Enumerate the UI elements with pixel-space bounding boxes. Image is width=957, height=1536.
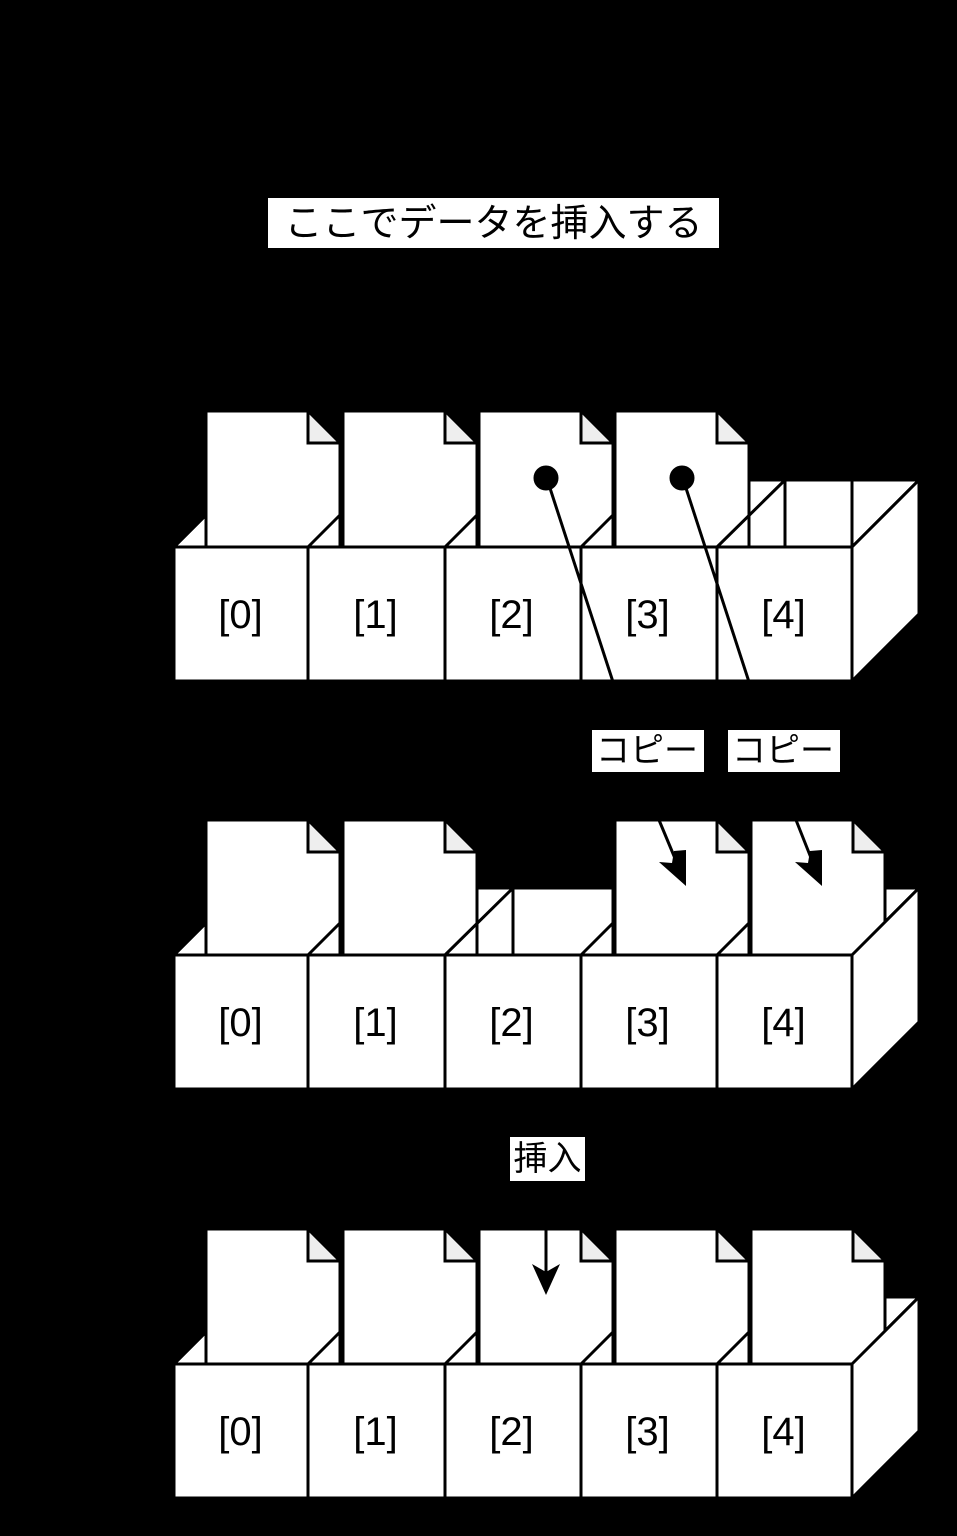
copy-source-dot-icon [533, 465, 559, 491]
box-front-faces [172, 953, 854, 1091]
slot-2-empty-back-wall [511, 886, 615, 957]
copy-label: コピー [592, 730, 704, 772]
slot-index-label: [0] [218, 1001, 263, 1045]
document-icon [341, 407, 481, 549]
slot-index-label: [3] [625, 1001, 670, 1045]
documents [204, 407, 753, 549]
copy-label: コピー [728, 730, 840, 772]
array-row-after-insert [170, 1225, 923, 1502]
insert-label: 挿入 [510, 1137, 585, 1181]
slot-dividers-top [172, 478, 787, 549]
slot-index-label: [2] [489, 1001, 534, 1045]
document-icon [204, 816, 344, 957]
document-icon [204, 1225, 344, 1366]
slot-index-label: [4] [761, 1410, 806, 1454]
document-icon [749, 1225, 889, 1366]
slot-dividers-top [172, 1327, 753, 1366]
documents [204, 1225, 889, 1366]
document-icon [613, 816, 753, 957]
document-icon [749, 816, 889, 957]
array-row-after-copy [170, 816, 923, 1093]
document-icon [341, 1225, 481, 1366]
slot-index-label: [4] [761, 1001, 806, 1045]
slot-index-label: [0] [218, 1410, 263, 1454]
insert-here-label: ここでデータを挿入する [268, 198, 719, 248]
slot-index-label: [1] [353, 1001, 398, 1045]
box-front-faces [172, 1362, 854, 1500]
slot-index-label: [4] [761, 593, 806, 637]
document-icon [613, 1225, 753, 1366]
slot-index-label: [2] [489, 593, 534, 637]
slot-index-label: [3] [625, 1410, 670, 1454]
slot-index-label: [3] [625, 593, 670, 637]
box-front-faces [172, 545, 854, 683]
slot-index-label: [1] [353, 1410, 398, 1454]
array-row-before-copy [170, 407, 923, 686]
slot-index-label: [0] [218, 593, 263, 637]
document-icon [341, 816, 481, 957]
copy-source-dot-icon [669, 465, 695, 491]
document-icon [204, 407, 344, 549]
copy-arrow-icon [794, 819, 822, 886]
slot-4-back-wall [783, 478, 854, 549]
slot-dividers-top [172, 886, 753, 957]
documents [204, 816, 889, 957]
document-icon [477, 1225, 617, 1366]
slot-index-label: [1] [353, 593, 398, 637]
copy-connector [533, 465, 752, 686]
slot-index-label: [2] [489, 1410, 534, 1454]
copy-arrow-icon [657, 819, 686, 886]
insert-arrow-icon [532, 1229, 560, 1295]
